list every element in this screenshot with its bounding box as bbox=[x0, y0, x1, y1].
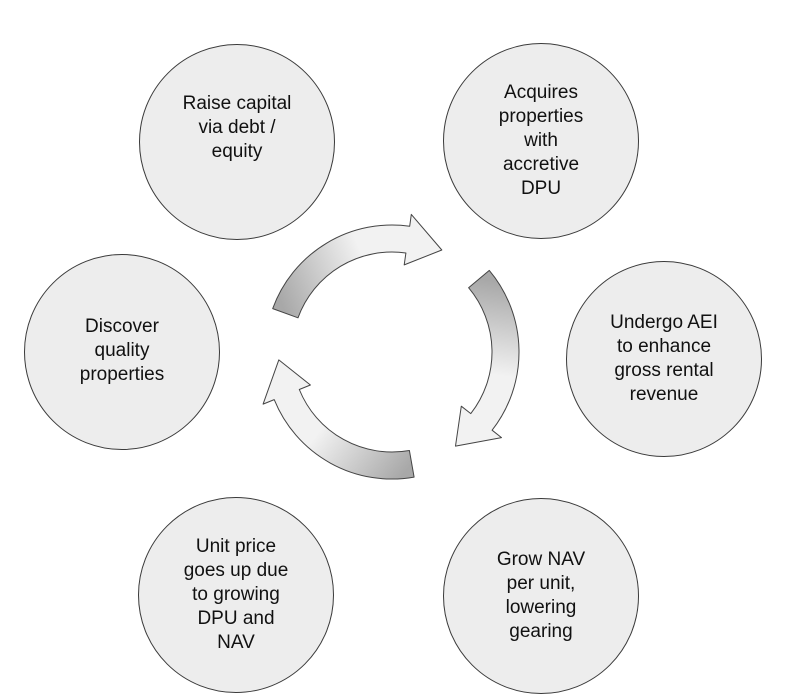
node-raise-capital: Raise capital via debt / equity bbox=[139, 44, 335, 240]
node-undergo-aei-label: Undergo AEI to enhance gross rental reve… bbox=[610, 312, 718, 405]
node-acquire-properties: Acquires properties with accretive DPU bbox=[443, 43, 639, 239]
node-unit-price: Unit price goes up due to growing DPU an… bbox=[138, 497, 334, 693]
node-undergo-aei: Undergo AEI to enhance gross rental reve… bbox=[566, 261, 762, 457]
node-raise-capital-label: Raise capital via debt / equity bbox=[182, 93, 292, 162]
node-discover-properties: Discover quality properties bbox=[24, 254, 220, 450]
node-discover-properties-label: Discover quality properties bbox=[79, 316, 165, 385]
cycle-arrow-2 bbox=[455, 269, 520, 447]
node-grow-nav: Grow NAV per unit, lowering gearing bbox=[443, 498, 639, 694]
cycle-arrow-3 bbox=[262, 359, 415, 480]
node-grow-nav-label: Grow NAV per unit, lowering gearing bbox=[496, 549, 586, 642]
node-unit-price-label: Unit price goes up due to growing DPU an… bbox=[183, 536, 289, 653]
node-acquire-properties-label: Acquires properties with accretive DPU bbox=[498, 82, 584, 199]
cycle-arrow-1 bbox=[272, 213, 443, 319]
